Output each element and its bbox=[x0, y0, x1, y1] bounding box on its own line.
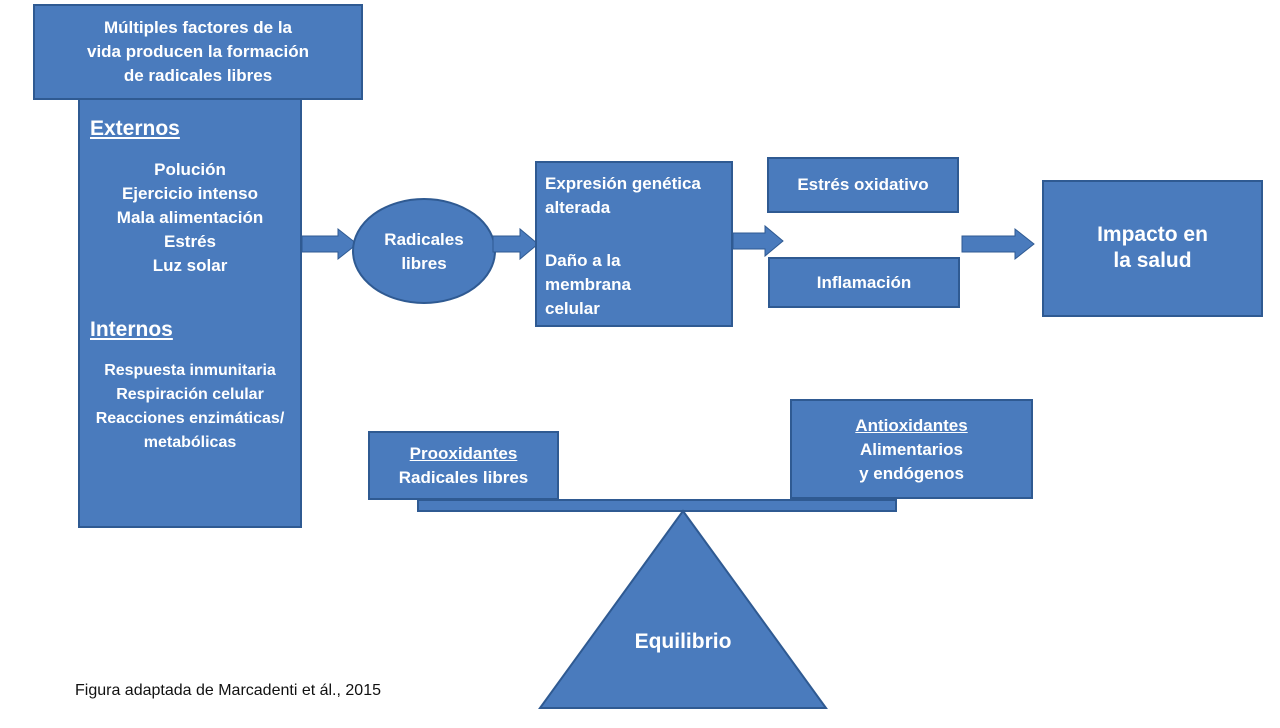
externos-item: Estrés bbox=[164, 232, 216, 251]
estres-label: Estrés oxidativo bbox=[797, 175, 929, 194]
estres-box: Estrés oxidativo bbox=[767, 157, 959, 213]
figure-caption: Figura adaptada de Marcadenti et ál., 20… bbox=[75, 682, 381, 699]
factors-box: Externos Polución Ejercicio intenso Mala… bbox=[78, 98, 302, 528]
effect-line: celular bbox=[545, 299, 600, 318]
source-box: Múltiples factores de la vida producen l… bbox=[33, 4, 363, 100]
inflamacion-label: Inflamación bbox=[816, 273, 912, 292]
effect-line: Expresión genética bbox=[545, 174, 701, 193]
internos-item: metabólicas bbox=[143, 434, 237, 451]
arrow-to-impacto bbox=[961, 227, 1035, 261]
radicales-label: Radicales libres bbox=[360, 228, 488, 276]
prooxidantes-box: Prooxidantes Radicales libres bbox=[368, 431, 559, 500]
effect-line: Daño a la bbox=[545, 251, 621, 270]
effect-line: membrana bbox=[545, 275, 631, 294]
internos-item: Reacciones enzimáticas/ bbox=[95, 410, 285, 427]
arrow-to-effects bbox=[492, 227, 539, 261]
effects-box: Expresión genética alterada Daño a la me… bbox=[535, 161, 733, 327]
balance-beam bbox=[417, 499, 897, 512]
antioxidantes-line: Alimentarios bbox=[860, 440, 963, 459]
impacto-box: Impacto en la salud bbox=[1042, 180, 1263, 317]
inflamacion-box: Inflamación bbox=[768, 257, 960, 308]
effect-line: alterada bbox=[545, 198, 611, 217]
radicales-line: libres bbox=[401, 254, 447, 273]
arrow-to-radicales bbox=[301, 227, 358, 261]
source-line: Múltiples factores de la bbox=[104, 18, 292, 37]
externos-heading: Externos bbox=[90, 117, 180, 140]
externos-item: Polución bbox=[154, 160, 226, 179]
effect-membrane: Daño a la membrana celular bbox=[545, 249, 631, 321]
equilibrio-triangle bbox=[538, 509, 828, 709]
antioxidantes-heading: Antioxidantes bbox=[855, 416, 968, 435]
externos-item: Mala alimentación bbox=[116, 208, 264, 227]
source-line: vida producen la formación bbox=[87, 42, 309, 61]
radicales-line: Radicales bbox=[384, 230, 464, 249]
arrow-to-stress bbox=[732, 224, 784, 258]
equilibrio-label: Equilibrio bbox=[634, 630, 732, 653]
antioxidantes-line: y endógenos bbox=[859, 464, 964, 483]
prooxidantes-heading: Prooxidantes bbox=[409, 444, 518, 463]
externos-list: Polución Ejercicio intenso Mala alimenta… bbox=[80, 158, 300, 278]
effect-gene: Expresión genética alterada bbox=[545, 172, 701, 220]
impacto-line: Impacto en bbox=[1097, 223, 1208, 246]
internos-heading: Internos bbox=[90, 318, 173, 341]
internos-item: Respiración celular bbox=[116, 386, 264, 403]
externos-item: Ejercicio intenso bbox=[121, 184, 259, 203]
internos-item: Respuesta inmunitaria bbox=[104, 362, 276, 379]
source-line: de radicales libres bbox=[123, 66, 273, 85]
externos-item: Luz solar bbox=[152, 256, 228, 275]
internos-list: Respuesta inmunitaria Respiración celula… bbox=[80, 359, 300, 455]
prooxidantes-text: Radicales libres bbox=[398, 468, 529, 487]
antioxidantes-box: Antioxidantes Alimentarios y endógenos bbox=[790, 399, 1033, 499]
impacto-line: la salud bbox=[1113, 249, 1192, 272]
